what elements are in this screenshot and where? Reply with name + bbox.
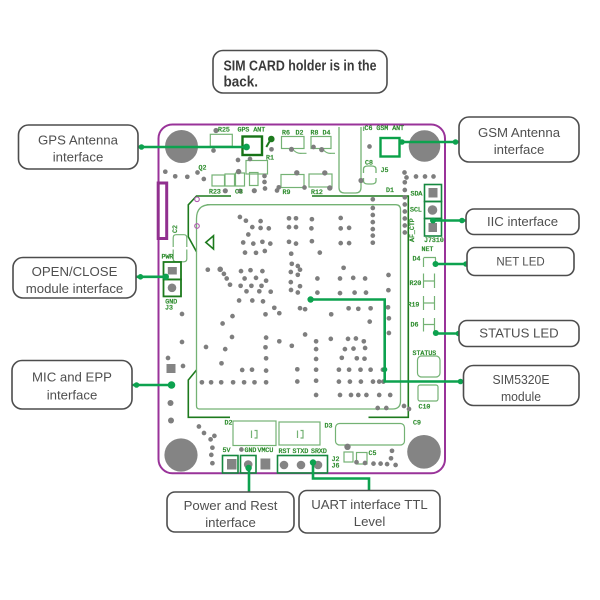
svg-text:SCL: SCL bbox=[410, 207, 422, 214]
svg-text:D4: D4 bbox=[323, 130, 331, 137]
svg-text:D2: D2 bbox=[225, 420, 233, 427]
svg-text:GSM Antenna: GSM Antenna bbox=[478, 125, 561, 140]
svg-text:STXD: STXD bbox=[293, 448, 309, 455]
svg-text:SIM CARD holder is in the: SIM CARD holder is in the bbox=[224, 59, 377, 75]
svg-text:PWR: PWR bbox=[162, 254, 174, 261]
svg-text:interface: interface bbox=[494, 142, 545, 157]
svg-text:back.: back. bbox=[224, 75, 259, 91]
svg-text:5V: 5V bbox=[223, 447, 231, 454]
svg-text:D2: D2 bbox=[296, 130, 304, 137]
svg-text:NET LED: NET LED bbox=[496, 257, 544, 269]
svg-text:D1: D1 bbox=[386, 187, 394, 194]
svg-text:C2: C2 bbox=[172, 225, 179, 233]
svg-text:module interface: module interface bbox=[26, 281, 124, 296]
svg-text:GPS ANT: GPS ANT bbox=[238, 127, 266, 134]
svg-text:C10: C10 bbox=[419, 404, 431, 411]
svg-text:STATUS: STATUS bbox=[413, 350, 437, 357]
svg-text:SRXD: SRXD bbox=[311, 448, 327, 455]
svg-text:interface: interface bbox=[47, 388, 98, 403]
svg-text:R23: R23 bbox=[209, 189, 221, 196]
svg-text:SIM5320E: SIM5320E bbox=[493, 372, 550, 387]
svg-text:STATUS LED: STATUS LED bbox=[479, 326, 558, 341]
svg-text:R8: R8 bbox=[311, 130, 319, 137]
svg-text:GND: GND bbox=[165, 298, 177, 305]
svg-text:RST: RST bbox=[279, 448, 291, 455]
svg-text:C5: C5 bbox=[369, 450, 377, 457]
svg-text:C3: C3 bbox=[235, 189, 243, 196]
svg-text:R19: R19 bbox=[408, 302, 420, 309]
svg-text:C6 GSM ANT: C6 GSM ANT bbox=[365, 125, 405, 132]
svg-text:R25: R25 bbox=[218, 127, 230, 134]
svg-text:R6: R6 bbox=[282, 130, 290, 137]
svg-text:MIC and EPP: MIC and EPP bbox=[32, 370, 112, 385]
svg-text:UART interface TTL: UART interface TTL bbox=[311, 497, 428, 512]
svg-text:D6: D6 bbox=[411, 322, 419, 329]
svg-text:GPS Antenna: GPS Antenna bbox=[38, 133, 119, 148]
svg-text:IIC interface: IIC interface bbox=[487, 214, 558, 229]
svg-text:SDA: SDA bbox=[411, 191, 423, 198]
svg-text:module: module bbox=[501, 389, 541, 404]
svg-text:J6: J6 bbox=[332, 463, 340, 470]
svg-text:J2: J2 bbox=[332, 456, 340, 463]
svg-text:J5: J5 bbox=[381, 167, 389, 174]
svg-text:GND: GND bbox=[245, 447, 257, 454]
svg-text:J3: J3 bbox=[165, 305, 173, 312]
svg-text:interface: interface bbox=[53, 150, 104, 165]
svg-text:OPEN/CLOSE: OPEN/CLOSE bbox=[32, 264, 118, 279]
svg-text:Q2: Q2 bbox=[199, 165, 207, 172]
svg-text:C8: C8 bbox=[365, 160, 373, 167]
svg-text:AF_CTP: AF_CTP bbox=[409, 218, 416, 242]
svg-text:C9: C9 bbox=[413, 420, 421, 427]
svg-text:NET: NET bbox=[422, 246, 434, 253]
svg-text:R9: R9 bbox=[283, 189, 291, 196]
svg-text:R12: R12 bbox=[311, 189, 323, 196]
svg-text:R1: R1 bbox=[266, 155, 274, 162]
svg-text:Level: Level bbox=[354, 514, 386, 529]
svg-text:interface: interface bbox=[205, 515, 256, 530]
svg-text:R20: R20 bbox=[410, 280, 422, 287]
svg-text:VMCU: VMCU bbox=[258, 447, 274, 454]
svg-text:Power and Rest: Power and Rest bbox=[184, 498, 278, 513]
svg-text:D3: D3 bbox=[325, 423, 333, 430]
svg-text:J7310: J7310 bbox=[424, 237, 444, 244]
svg-text:D4: D4 bbox=[413, 256, 421, 263]
